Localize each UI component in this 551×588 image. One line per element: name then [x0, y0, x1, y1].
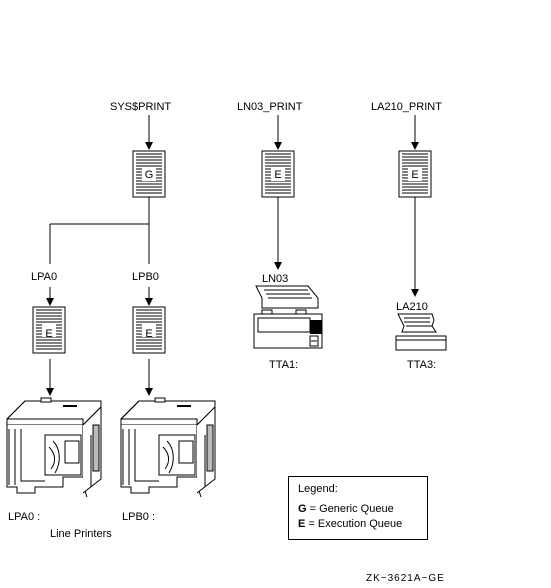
lpa0-device-label: LPA0 :: [8, 511, 40, 523]
la210-print-label: LA210_PRINT: [371, 101, 442, 113]
legend-generic-text: = Generic Queue: [309, 503, 394, 515]
legend-execution-key: E: [298, 518, 306, 530]
figure-id: ZK−3621A−GE: [366, 573, 445, 584]
ln03-device-label: LN03: [262, 273, 288, 285]
legend-title: Legend:: [298, 483, 338, 495]
la210-device-label: LA210: [396, 301, 428, 313]
ln03-print-queue-icon: E: [261, 150, 295, 198]
lpa0-queue-label: LPA0: [31, 271, 57, 283]
svg-text:E: E: [145, 328, 152, 340]
la210-printer-icon: [395, 313, 447, 351]
lpb0-queue-label: LPB0: [132, 271, 159, 283]
ln03-print-label: LN03_PRINT: [237, 101, 303, 113]
lpb0-device-label: LPB0 :: [122, 511, 155, 523]
lpa0-queue-icon: E: [32, 306, 66, 354]
lpb0-line-printer-icon: [120, 397, 216, 498]
svg-text:E: E: [411, 169, 418, 181]
tta3-terminal-label: TTA3:: [407, 359, 436, 371]
svg-text:E: E: [45, 328, 52, 340]
svg-text:E: E: [274, 169, 281, 181]
ln03-laser-printer-icon: [253, 285, 323, 349]
svg-text:G: G: [145, 169, 154, 181]
la210-print-queue-icon: E: [398, 150, 432, 198]
sys-print-label: SYS$PRINT: [110, 101, 171, 113]
legend-box: Legend: G = Generic Queue E = Execution …: [288, 476, 428, 540]
legend-generic-key: G: [298, 503, 307, 515]
sys-print-queue-icon: G: [132, 150, 166, 198]
lpb0-queue-icon: E: [132, 306, 166, 354]
legend-execution-text: = Execution Queue: [308, 518, 403, 530]
legend-execution-row: E = Execution Queue: [298, 517, 427, 532]
lpa0-line-printer-icon: [6, 397, 102, 498]
legend-generic-row: G = Generic Queue: [298, 502, 427, 517]
line-printers-caption: Line Printers: [50, 528, 112, 540]
tta1-terminal-label: TTA1:: [269, 359, 298, 371]
